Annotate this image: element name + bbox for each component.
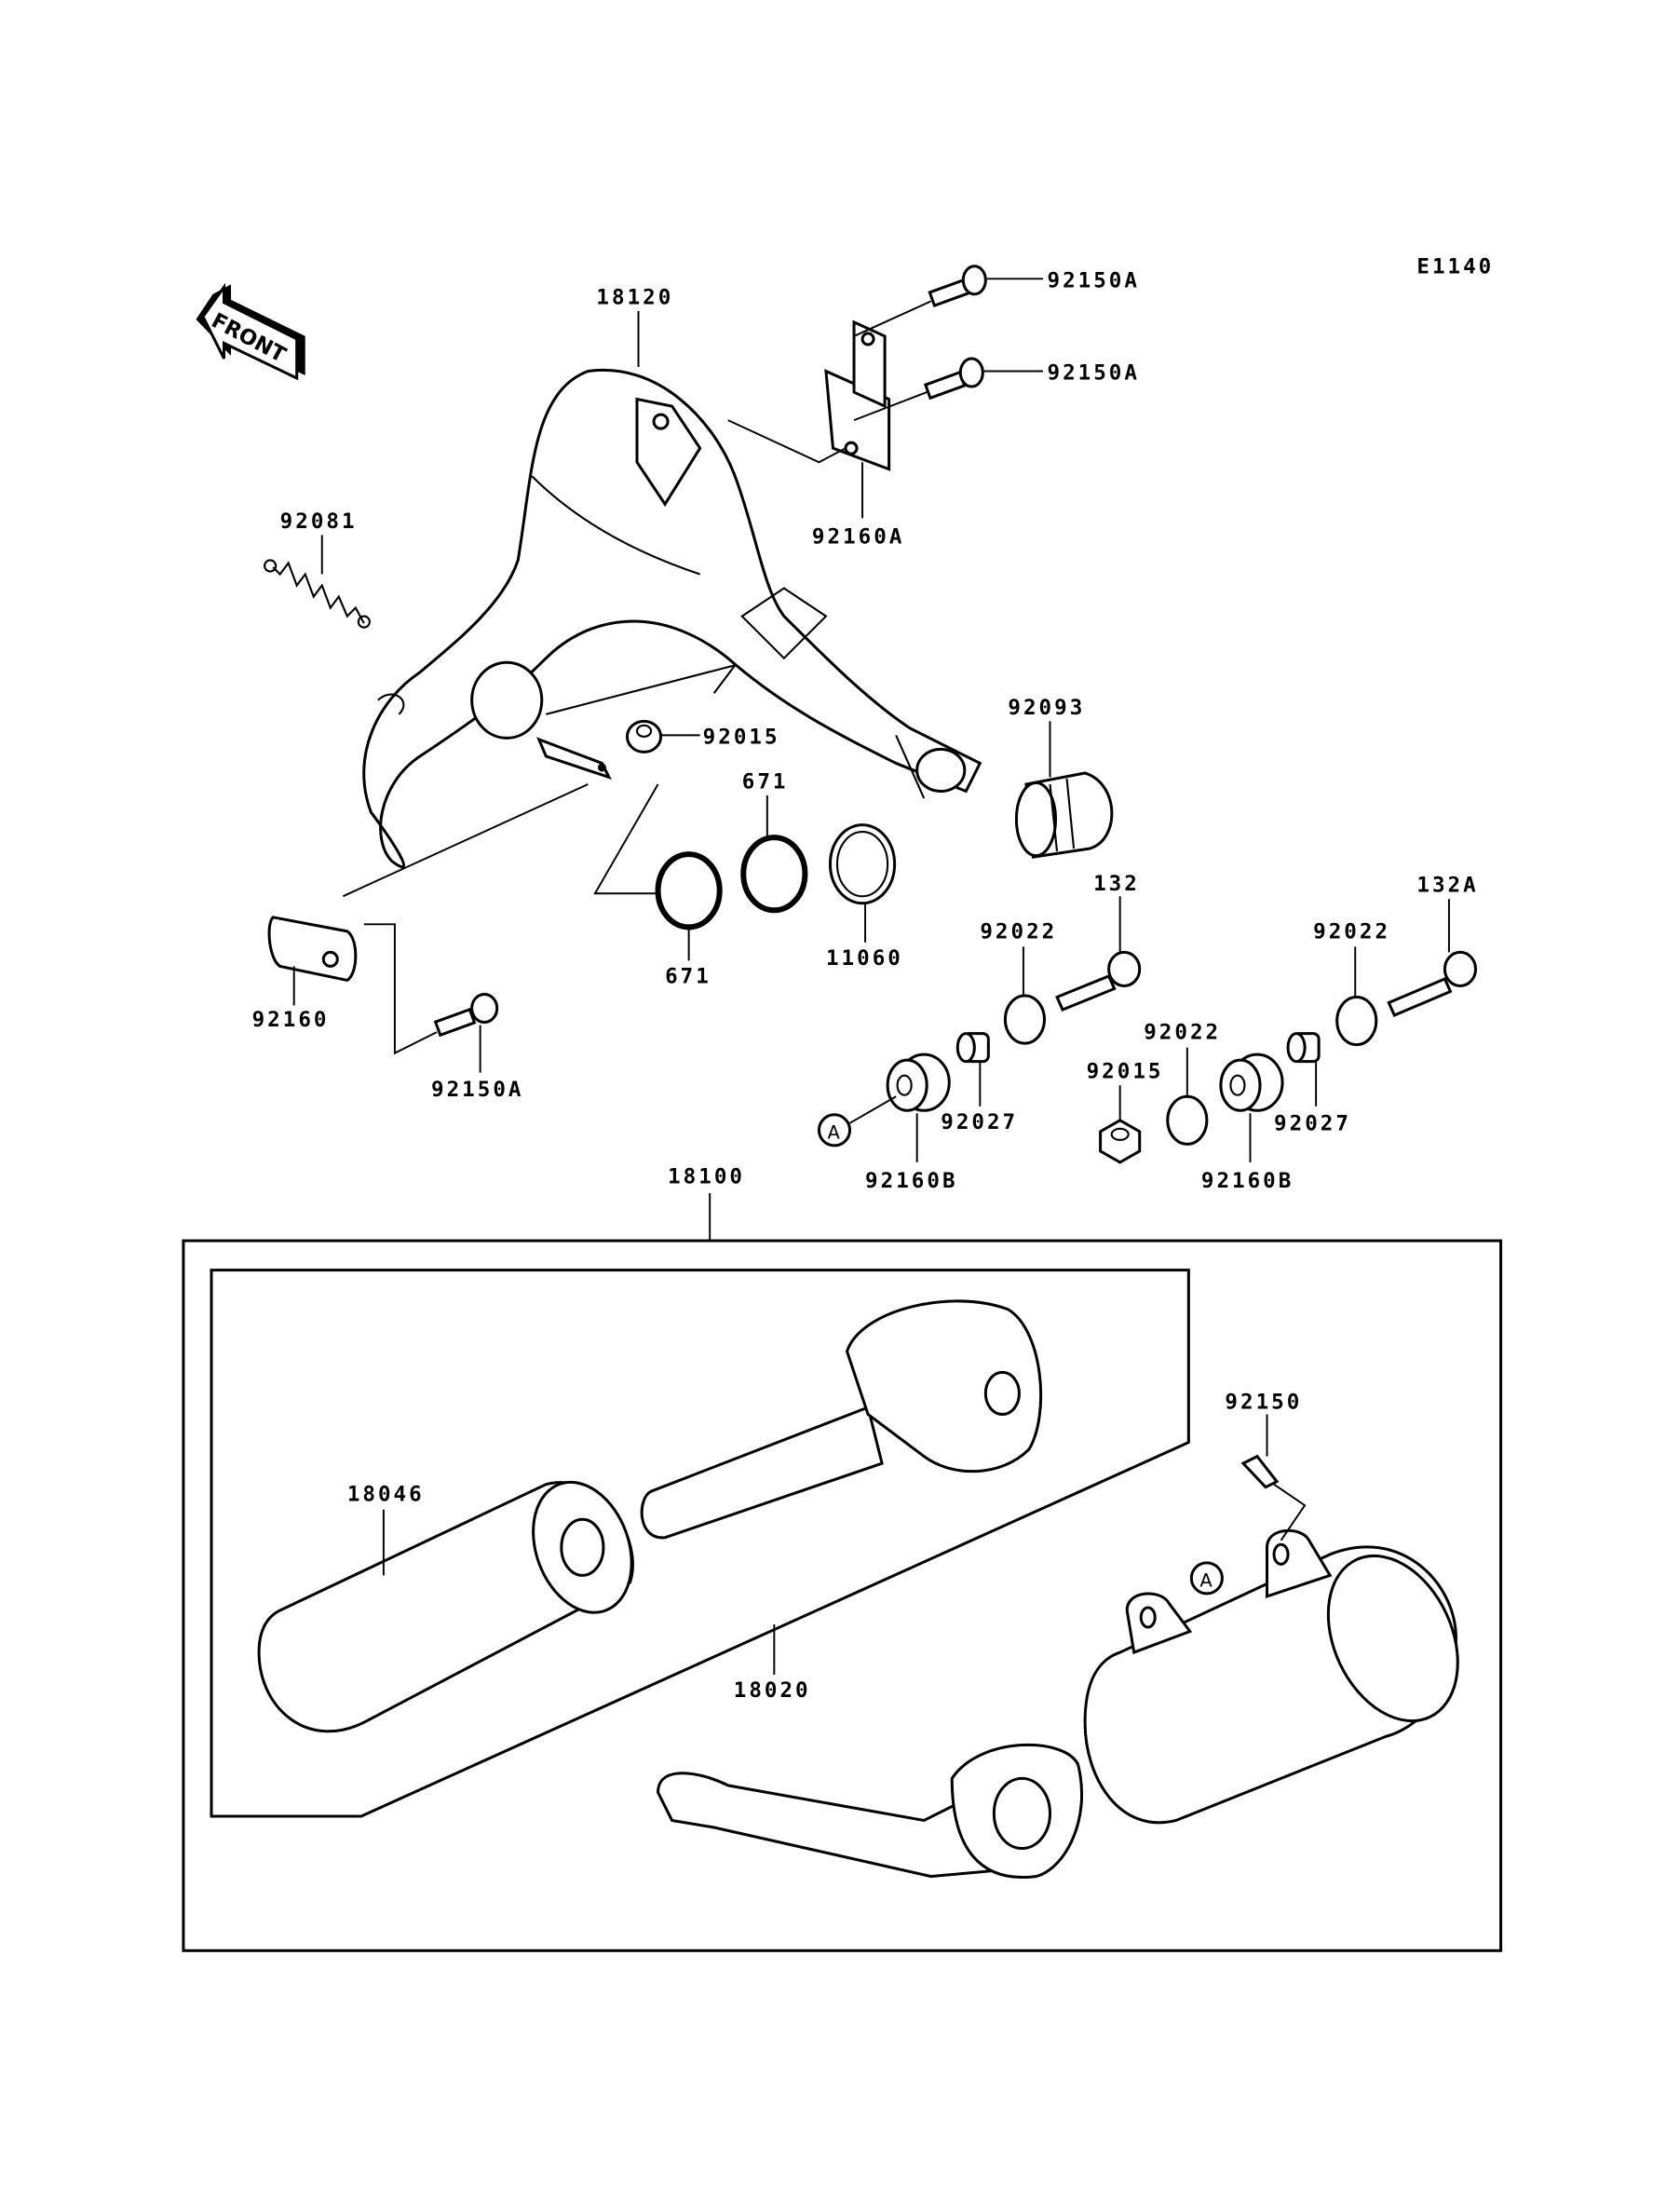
front-arrow-icon: FRONT — [196, 282, 305, 381]
callout-92081: 92081 — [280, 509, 358, 534]
oring-671-lower — [655, 851, 723, 930]
callout-92027-left: 92027 — [941, 1110, 1018, 1134]
bolt-132a — [1387, 950, 1478, 1018]
grommet-92093 — [1014, 771, 1114, 859]
bolt-92150a-top-2 — [853, 357, 984, 422]
callout-92093: 92093 — [1008, 696, 1085, 720]
callout-18120: 18120 — [596, 285, 673, 309]
bolt-92150a-top-1 — [853, 265, 987, 337]
callout-671-lower: 671 — [665, 964, 711, 988]
ref-a-label-2: A — [1199, 1569, 1213, 1591]
ref-a-label-1: A — [827, 1121, 840, 1143]
callout-671-upper: 671 — [742, 770, 789, 794]
callout-92150a-1: 92150A — [1047, 268, 1140, 292]
ref-a-circle-1 — [817, 1113, 852, 1148]
oring-671-upper — [740, 835, 808, 914]
bolt-92150 — [1240, 1454, 1307, 1541]
leader-ref-a-1 — [849, 1095, 897, 1124]
callout-92150: 92150 — [1225, 1390, 1302, 1414]
muffler-body — [1083, 1528, 1459, 1825]
callout-132: 132 — [1093, 872, 1140, 896]
expansion-chamber — [362, 368, 982, 869]
bracket-92160 — [267, 783, 589, 983]
callout-18100: 18100 — [668, 1164, 745, 1188]
callout-92015-mid: 92015 — [1087, 1060, 1164, 1084]
callout-92022-right: 92022 — [1313, 919, 1390, 944]
bolt-132 — [1055, 950, 1142, 1012]
ref-a-circle-2 — [1189, 1561, 1224, 1596]
callout-92150a-lower: 92150A — [431, 1078, 524, 1102]
callout-92027-right: 92027 — [1274, 1111, 1351, 1135]
packing-18046 — [257, 1480, 634, 1733]
gasket-11060 — [828, 823, 897, 905]
callout-92160a: 92160A — [812, 524, 905, 549]
callout-92150a-2: 92150A — [1047, 361, 1140, 386]
collar-92027-left — [955, 1032, 990, 1064]
callout-92160: 92160 — [252, 1008, 330, 1032]
callout-18046: 18046 — [347, 1483, 425, 1507]
callout-92022-left: 92022 — [980, 919, 1057, 944]
damper-92160b-left — [886, 1052, 951, 1112]
washer-92022-mid — [1166, 1094, 1209, 1146]
spring-92081 — [264, 559, 371, 629]
bolt-92150a-lower — [363, 923, 499, 1055]
callout-92022-mid: 92022 — [1144, 1021, 1221, 1045]
muffler-assembly-frame — [182, 1239, 1503, 1952]
inner-parts-frame — [210, 1269, 1190, 1818]
damper-92160b-right — [1219, 1052, 1284, 1112]
inner-pipe-18020 — [640, 1299, 1083, 1880]
diagram-code: E1140 — [1416, 254, 1494, 278]
leader-oring-assembly — [593, 783, 659, 895]
callout-11060: 11060 — [826, 946, 903, 971]
nut-92015 — [625, 719, 663, 754]
washer-92022-left — [1003, 994, 1046, 1045]
callout-92015: 92015 — [703, 725, 780, 749]
callout-132a: 132A — [1416, 874, 1478, 898]
collar-92027-right — [1286, 1032, 1321, 1064]
nut-92015-mid — [1099, 1119, 1142, 1164]
washer-92022-right — [1335, 996, 1378, 1047]
callout-18020: 18020 — [734, 1678, 811, 1703]
callout-92160b-left: 92160B — [865, 1169, 958, 1193]
callout-92160b-right: 92160B — [1201, 1169, 1294, 1193]
bracket-92160a — [727, 319, 891, 471]
